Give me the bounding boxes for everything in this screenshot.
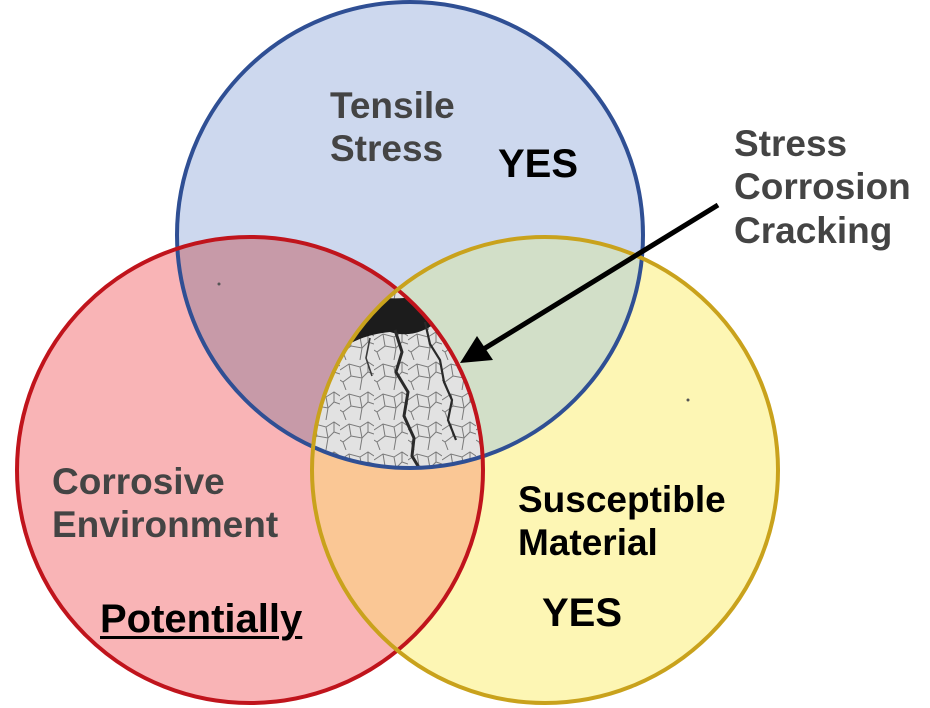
- material-status: YES: [542, 591, 623, 635]
- scc-line2: Corrosion: [734, 166, 911, 208]
- tensile-status: YES: [498, 142, 579, 186]
- corrosive-line1: Corrosive: [52, 461, 225, 502]
- speck: [686, 398, 690, 402]
- susceptible-material-label: Susceptible Material: [518, 478, 726, 565]
- tensile-line2: Stress: [330, 128, 444, 170]
- tensile-stress-label: Tensile Stress: [330, 84, 455, 171]
- tensile-line1: Tensile: [330, 85, 455, 126]
- corrosive-line2: Environment: [52, 504, 279, 546]
- corrosive-environment-outline: [15, 235, 485, 705]
- corrosive-status: Potentially: [100, 597, 303, 641]
- speck: [217, 282, 221, 286]
- tensile-stress-outline: [175, 0, 645, 470]
- material-line2: Material: [518, 522, 658, 564]
- scc-line3: Cracking: [734, 209, 893, 251]
- scc-line1: Stress: [734, 123, 848, 164]
- arrow-to-intersection: [460, 202, 720, 363]
- susceptible-material-outline: [310, 235, 780, 705]
- scc-label: Stress Corrosion Cracking: [734, 122, 911, 252]
- material-line1: Susceptible: [518, 479, 726, 520]
- corrosive-environment-label: Corrosive Environment: [52, 460, 278, 547]
